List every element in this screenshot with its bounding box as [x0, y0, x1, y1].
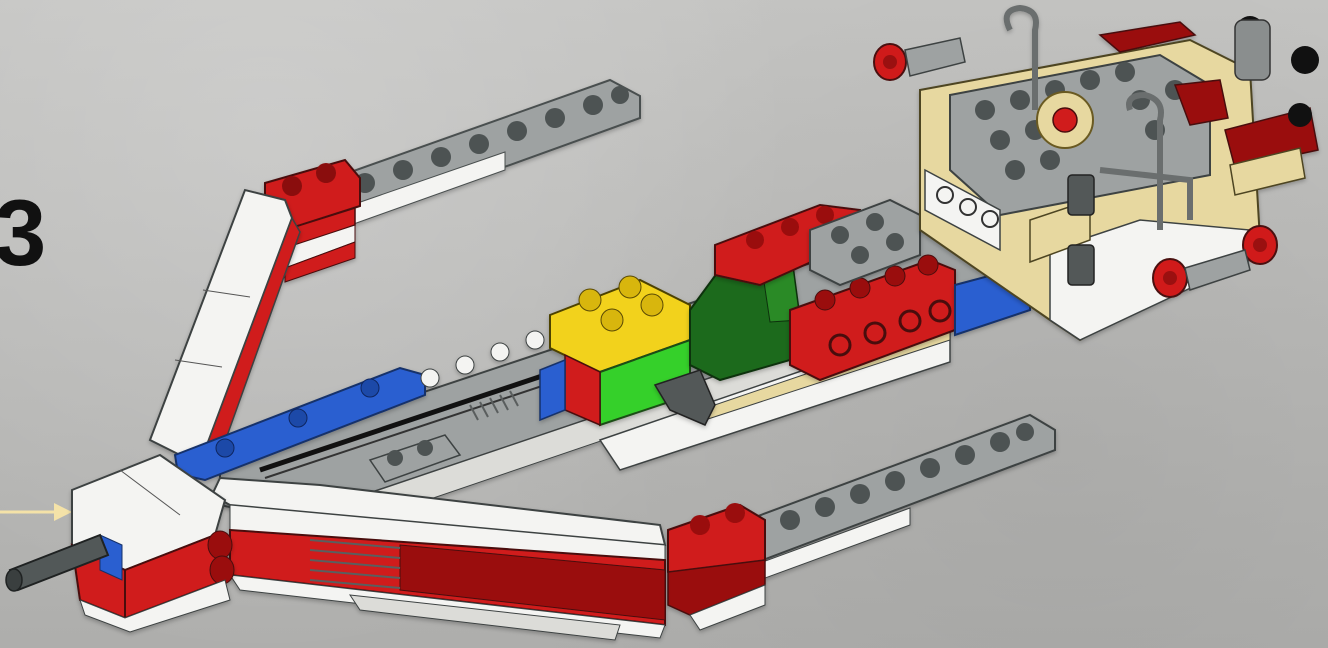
input-arrow-icon [0, 503, 72, 521]
upper-gray-arm [265, 80, 640, 282]
front-long-beam [212, 478, 665, 640]
lower-gray-arm [668, 415, 1055, 630]
